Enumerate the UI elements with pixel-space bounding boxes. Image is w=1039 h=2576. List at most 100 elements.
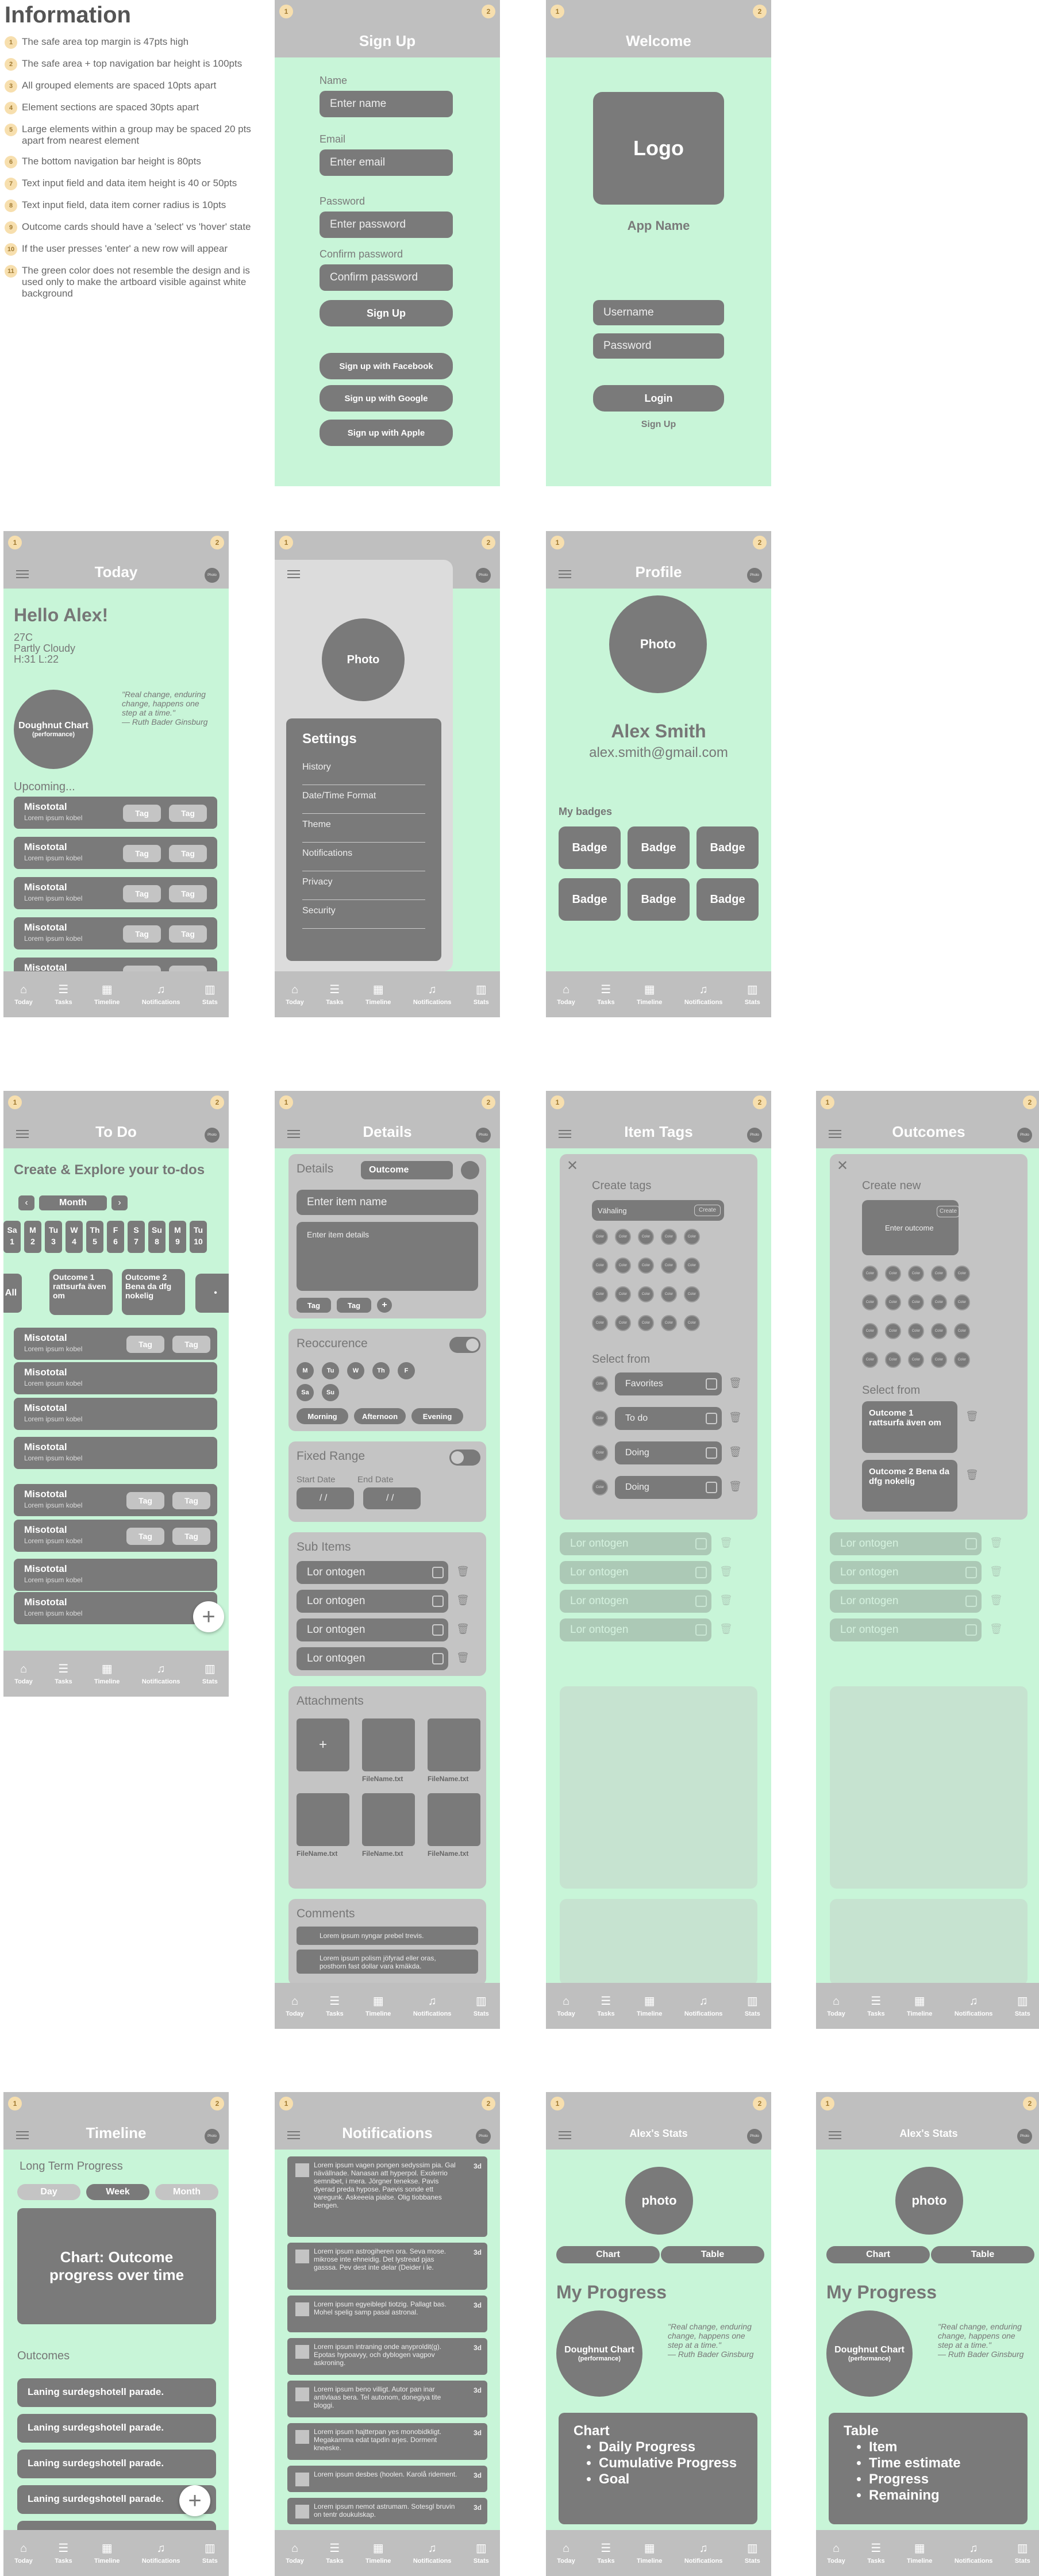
prev-month-button[interactable]: ‹ [18, 1195, 34, 1210]
tag-choice[interactable]: Favorites [615, 1372, 722, 1395]
color-swatch[interactable]: Color [592, 1286, 608, 1302]
notification-item[interactable]: Lorem ipsum beno villigt. Autor pan inar… [287, 2381, 487, 2417]
nav-notifications[interactable]: ♫Notifications [955, 2542, 993, 2565]
trash-icon[interactable]: 🗑 [729, 1446, 742, 1458]
tag-chip[interactable]: Tag [123, 845, 161, 862]
nav-timeline[interactable]: ▦Timeline [907, 2542, 932, 2565]
notification-item[interactable]: Lorem ipsum desbes (hoolen. Karolå ridem… [287, 2466, 487, 2492]
trash-icon[interactable]: 🗑 [719, 1537, 733, 1548]
color-swatch[interactable]: Color [615, 1229, 631, 1245]
outcome-card-1[interactable]: Outcome 1 rattsurfa även om [862, 1401, 957, 1453]
tab-week[interactable]: Week [86, 2184, 149, 2200]
add-button[interactable]: + [179, 2485, 210, 2516]
badge[interactable]: Badge [559, 826, 621, 869]
tag-chip[interactable]: Tag [123, 885, 161, 902]
nav-timeline[interactable]: ▦Timeline [365, 983, 391, 1006]
table-tab[interactable]: Table [931, 2246, 1034, 2263]
color-swatch[interactable]: Color [862, 1352, 878, 1368]
profile-button[interactable]: Photo [476, 568, 491, 583]
nav-stats[interactable]: ▥Stats [202, 983, 218, 1006]
trash-icon[interactable]: 🗑 [456, 1623, 470, 1635]
outcome-filter-2[interactable]: Outcome 2 Bena da dfg nokelig [122, 1269, 185, 1315]
start-date-field[interactable]: / / [297, 1487, 354, 1509]
menu-icon[interactable] [287, 570, 300, 580]
nav-tasks[interactable]: ☰Tasks [55, 1662, 72, 1685]
nav-tasks[interactable]: ☰Tasks [326, 983, 343, 1006]
nav-timeline[interactable]: ▦Timeline [637, 2542, 662, 2565]
outcome-card-2[interactable]: Outcome 2 Bena da dfg nokelig [862, 1460, 957, 1512]
profile-button[interactable]: Photo [1017, 1128, 1032, 1143]
trash-icon[interactable]: 🗑 [719, 1566, 733, 1577]
trash-icon[interactable]: 🗑 [456, 1566, 470, 1577]
next-month-button[interactable]: › [111, 1195, 128, 1210]
trash-icon[interactable]: 🗑 [965, 1469, 979, 1481]
checkbox[interactable] [965, 1595, 977, 1607]
fixed-range-toggle[interactable] [449, 1450, 480, 1466]
add-attachment-button[interactable]: + [297, 1718, 349, 1771]
badge[interactable]: Badge [628, 878, 690, 921]
recurrence-toggle[interactable] [449, 1337, 480, 1353]
google-signup-button[interactable]: Sign up with Google [320, 385, 453, 412]
close-icon[interactable]: ✕ [837, 1158, 849, 1174]
create-tag-button[interactable]: Create [694, 1205, 721, 1216]
profile-button[interactable]: Photo [205, 568, 220, 583]
nav-tasks[interactable]: ☰Tasks [326, 1994, 343, 2017]
profile-button[interactable]: Photo [747, 2129, 762, 2144]
trash-icon[interactable]: 🗑 [729, 1412, 742, 1423]
nav-stats[interactable]: ▥Stats [474, 2542, 489, 2565]
nav-notifications[interactable]: ♫Notifications [142, 983, 180, 1006]
attachment-thumbnail[interactable] [362, 1718, 415, 1771]
notification-item[interactable]: Lorem ipsum hajtterpan yes monobidkligt.… [287, 2423, 487, 2460]
nav-stats[interactable]: ▥Stats [745, 983, 760, 1006]
profile-button[interactable]: Photo [1017, 2129, 1032, 2144]
sub-item[interactable]: Lor ontogen [560, 1618, 711, 1641]
tag-choice[interactable]: Doing [615, 1441, 722, 1464]
checkbox[interactable] [695, 1624, 707, 1636]
nav-stats[interactable]: ▥Stats [474, 1994, 489, 2017]
nav-notifications[interactable]: ♫Notifications [955, 1994, 993, 2017]
checkbox[interactable] [706, 1447, 717, 1459]
outcome-name-field[interactable]: Enter outcome [862, 1200, 959, 1255]
nav-tasks[interactable]: ☰Tasks [55, 2542, 72, 2565]
settings-item[interactable]: Privacy [302, 877, 425, 900]
color-swatch[interactable]: Color [931, 1266, 947, 1282]
color-swatch[interactable]: Color [862, 1266, 878, 1282]
menu-icon[interactable] [287, 1130, 300, 1140]
color-swatch[interactable]: Color [931, 1323, 947, 1339]
nav-stats[interactable]: ▥Stats [474, 983, 489, 1006]
tag-chip[interactable]: Tag [123, 805, 161, 822]
sub-item[interactable]: Lor ontogen [560, 1590, 711, 1613]
tag-chip[interactable]: Tag [126, 1492, 164, 1509]
name-field[interactable]: Enter name [320, 91, 453, 117]
attachment-thumbnail[interactable] [362, 1793, 415, 1846]
color-swatch[interactable]: Color [954, 1352, 970, 1368]
create-outcome-button[interactable]: Create [937, 1206, 960, 1217]
nav-today[interactable]: ⌂Today [286, 983, 304, 1006]
color-swatch[interactable]: Color [661, 1315, 677, 1331]
checkbox[interactable] [432, 1653, 444, 1664]
settings-item[interactable]: Theme [302, 820, 425, 843]
nav-today[interactable]: ⌂Today [286, 2542, 304, 2565]
color-swatch[interactable]: Color [638, 1258, 654, 1274]
color-swatch[interactable]: Color [661, 1258, 677, 1274]
checkbox[interactable] [695, 1567, 707, 1578]
outcome-row[interactable]: Laning surdegshotell parade. [17, 2414, 216, 2443]
profile-button[interactable]: Photo [476, 1128, 491, 1143]
checkbox[interactable] [695, 1595, 707, 1607]
add-tag-button[interactable]: + [377, 1298, 392, 1313]
nav-notifications[interactable]: ♫Notifications [413, 2542, 452, 2565]
color-picker[interactable] [461, 1161, 479, 1179]
tag-chip[interactable]: Tag [172, 1336, 210, 1353]
sub-item[interactable]: Lor ontogen [297, 1561, 448, 1584]
nav-tasks[interactable]: ☰Tasks [597, 2542, 614, 2565]
weekday-toggle[interactable]: F [398, 1362, 415, 1379]
checkbox[interactable] [706, 1482, 717, 1493]
